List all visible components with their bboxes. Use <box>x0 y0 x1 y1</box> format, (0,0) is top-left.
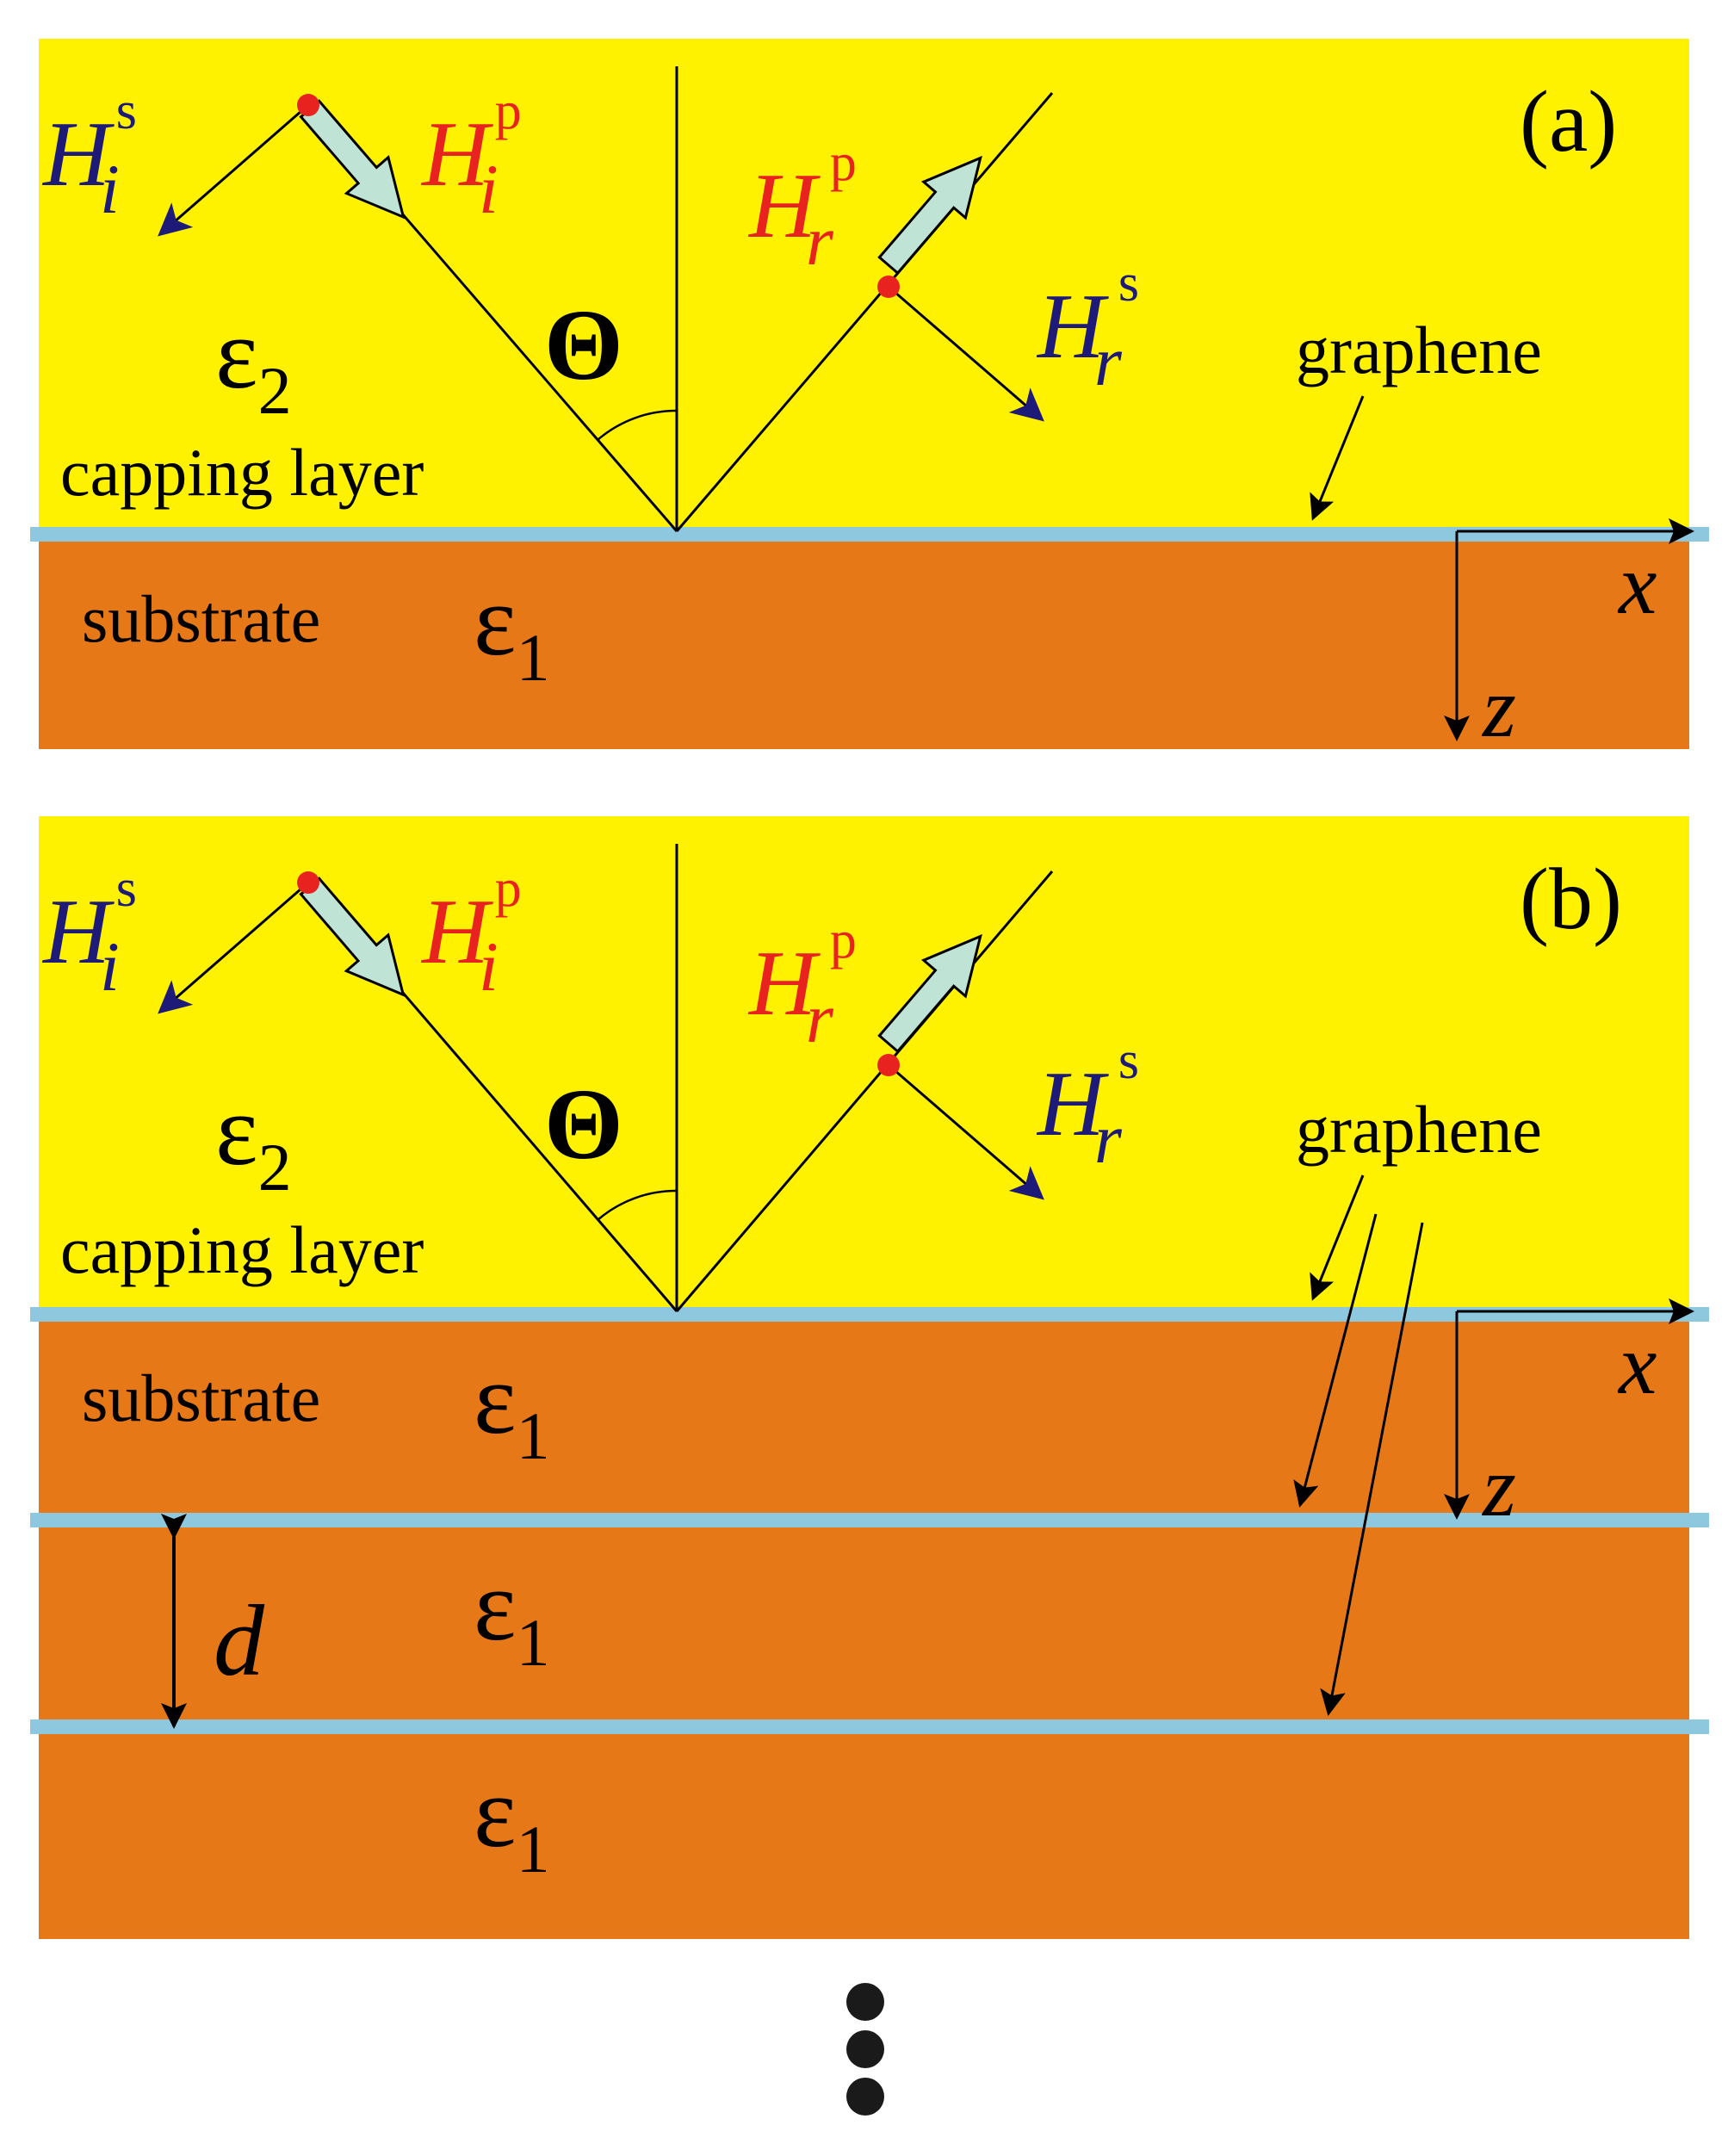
panel-a: (a) His Hip Hrp Hrs Θ ε2 capping layer g… <box>30 39 1709 755</box>
hr-s-label-b: Hrs <box>1036 1032 1139 1178</box>
x-axis-label-b: x <box>1617 1317 1657 1412</box>
panel-tag-b: (b) <box>1520 851 1622 948</box>
substrate-layer-2-b <box>39 1521 1689 1727</box>
hr-s-label-a: Hrs <box>1036 254 1139 400</box>
hr-p-label-b: Hrp <box>747 911 857 1057</box>
graphene-pointer-a <box>1310 395 1365 521</box>
angle-arc-a <box>597 409 678 441</box>
z-axis-label-a: z <box>1481 660 1516 755</box>
hi-s-label-b: His <box>41 859 137 1006</box>
graphene-pointer-1-b <box>1310 1174 1365 1301</box>
incident-point-a <box>297 94 319 116</box>
reflected-point-b <box>877 1054 900 1076</box>
graphene-sheet-1-b <box>30 1307 1709 1322</box>
substrate-label-a: substrate <box>82 581 320 656</box>
angle-label-a: Θ <box>544 288 623 401</box>
layer-eps-3-b: ε1 <box>474 1756 550 1886</box>
incident-point-b <box>297 871 319 894</box>
hi-p-label-a: Hip <box>420 82 522 228</box>
hi-s-label-a: His <box>41 82 137 228</box>
hi-p-label-b: Hip <box>420 859 522 1006</box>
layer-eps-1-b: ε1 <box>474 1342 550 1473</box>
graphene-label-b: graphene <box>1296 1092 1542 1167</box>
continuation-dot <box>846 2030 884 2068</box>
reflected-point-a <box>877 276 900 298</box>
reflected-wave-arrow-a <box>877 155 982 276</box>
hi-s-arrow-a <box>158 103 309 237</box>
panel-b: (b) His Hip Hrp Hrs Θ ε2 capping layer g… <box>30 816 1709 2116</box>
graphene-sheet-2-b <box>30 1513 1709 1527</box>
continuation-dot <box>846 2078 884 2116</box>
hr-p-label-a: Hrp <box>747 133 857 280</box>
substrate-layer-3-b <box>39 1727 1689 1939</box>
x-axis-label-a: x <box>1617 536 1657 632</box>
capping-label-b: capping layer <box>60 1212 424 1287</box>
graphene-pointer-2-b <box>1293 1213 1378 1508</box>
capping-eps-b: ε2 <box>215 1074 292 1205</box>
reflected-ray-a <box>675 92 1054 532</box>
substrate-label-b: substrate <box>82 1360 320 1435</box>
incident-wave-arrow-b <box>299 877 406 997</box>
spacing-label-b: d <box>214 1584 265 1697</box>
incident-wave-arrow-a <box>299 99 406 220</box>
capping-label-a: capping layer <box>60 435 424 510</box>
angle-label-b: Θ <box>544 1068 623 1180</box>
graphene-sheet-a <box>30 527 1709 542</box>
substrate-layer-1-b <box>39 1314 1689 1521</box>
capping-eps-a: ε2 <box>215 297 292 428</box>
panel-tag-a: (a) <box>1520 73 1617 170</box>
hr-s-arrow-b <box>888 1063 1044 1200</box>
graphene-label-a: graphene <box>1296 313 1542 387</box>
continuation-dots <box>846 1983 884 2116</box>
angle-arc-b <box>597 1189 678 1221</box>
reflected-ray-b <box>675 870 1054 1312</box>
hi-s-arrow-b <box>158 881 309 1014</box>
layer-eps-2-b: ε1 <box>474 1549 550 1680</box>
graphene-sheet-3-b <box>30 1719 1709 1734</box>
reflected-wave-arrow-b <box>877 933 982 1054</box>
hr-s-arrow-a <box>888 285 1044 422</box>
substrate-eps-a: ε1 <box>474 564 550 695</box>
continuation-dot <box>846 1983 884 2021</box>
graphene-pointer-3-b <box>1320 1222 1424 1716</box>
z-axis-label-b: z <box>1481 1439 1516 1534</box>
substrate-a <box>39 534 1689 749</box>
